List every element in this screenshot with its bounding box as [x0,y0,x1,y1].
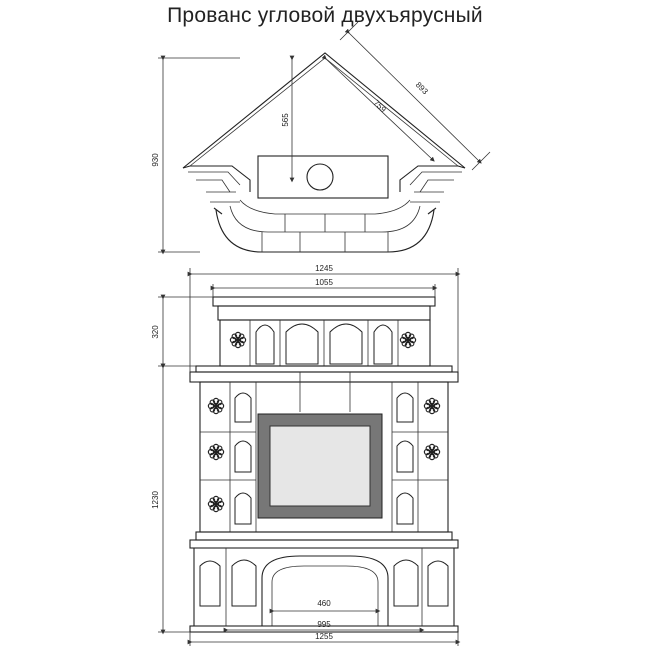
front-view [189,296,459,633]
dim-565: 565 [281,113,290,127]
dim-893: 893 [414,80,430,96]
dim-759: 759 [372,98,388,114]
dim-995: 995 [317,620,331,629]
dim-1245: 1245 [315,264,333,273]
firebox-glass [269,425,371,507]
dim-320: 320 [151,325,160,339]
dim-460: 460 [317,599,331,608]
dim-1055: 1055 [315,278,333,287]
dim-1230: 1230 [151,491,160,509]
dim-930: 930 [151,153,160,167]
top-view [182,52,466,253]
diagram-title: Прованс угловой двухъярусный [167,4,483,27]
front-view-dimensions: 1245 1055 320 1230 460 995 1255 [151,264,461,646]
dim-1255: 1255 [315,632,333,641]
